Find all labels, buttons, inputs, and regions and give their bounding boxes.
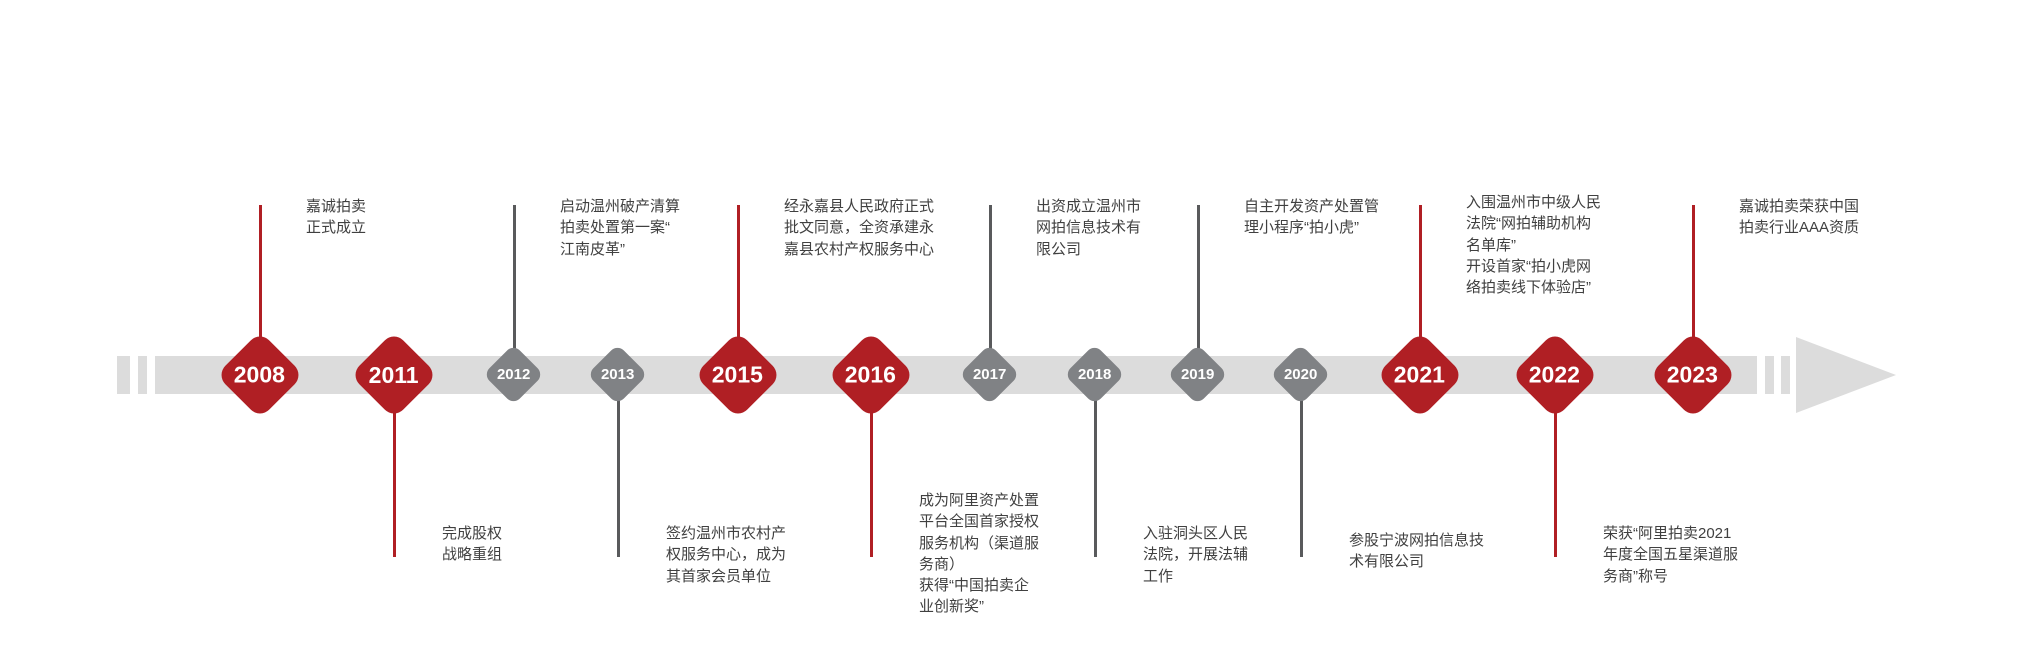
year-label: 2023 xyxy=(1667,361,1719,388)
milestone-note: 自主开发资产处置管 理小程序“拍小虎” xyxy=(1244,198,1380,237)
axis-dash xyxy=(138,356,147,394)
year-node-diamond: 2021 xyxy=(1376,331,1464,419)
milestone-note: 参股宁波网拍信息技 术有限公司 xyxy=(1349,532,1485,571)
milestone-note: 嘉诚拍卖 正式成立 xyxy=(306,198,367,237)
connector-line xyxy=(988,205,992,375)
year-label: 2008 xyxy=(234,361,286,388)
year-node-diamond: 2015 xyxy=(694,331,782,419)
milestone-note: 嘉诚拍卖荣获中国 拍卖行业AAA资质 xyxy=(1739,198,1860,237)
year-node-diamond: 2017 xyxy=(959,344,1020,405)
year-node-diamond: 2023 xyxy=(1649,331,1737,419)
year-node-diamond: 2008 xyxy=(216,331,304,419)
year-label: 2017 xyxy=(972,366,1007,383)
connector-line xyxy=(1093,375,1097,557)
milestone-note: 出资成立温州市 网拍信息技术有 限公司 xyxy=(1036,198,1142,258)
axis-dash xyxy=(117,356,130,394)
milestone-note: 入围温州市中级人民 法院“网拍辅助机构 名单库” 开设首家“拍小虎网 络拍卖线下… xyxy=(1466,194,1602,297)
year-node-diamond: 2022 xyxy=(1511,331,1599,419)
year-label: 2019 xyxy=(1180,366,1215,383)
year-label: 2013 xyxy=(600,366,635,383)
year-label: 2012 xyxy=(496,366,531,383)
connector-line xyxy=(1691,205,1695,375)
milestone-note: 入驻洞头区人民 法院，开展法辅 工作 xyxy=(1143,525,1249,585)
year-node-diamond: 2018 xyxy=(1064,344,1125,405)
milestone-note: 启动温州破产清算 拍卖处置第一案“ 江南皮革” xyxy=(560,198,681,258)
milestone-note: 完成股权 战略重组 xyxy=(442,525,503,564)
axis-dash xyxy=(1781,356,1790,394)
year-label: 2011 xyxy=(369,361,419,388)
year-label: 2018 xyxy=(1077,366,1112,383)
axis-arrowhead-icon xyxy=(1796,337,1896,413)
year-node-diamond: 2016 xyxy=(827,331,915,419)
connector-line xyxy=(512,205,516,375)
connector-line xyxy=(258,205,262,375)
year-node-diamond: 2020 xyxy=(1270,344,1331,405)
connector-line xyxy=(736,205,740,375)
connector-line xyxy=(1553,375,1557,557)
milestone-note: 荣获“阿里拍卖2021 年度全国五星渠道服 务商”称号 xyxy=(1603,525,1739,585)
year-label: 2016 xyxy=(845,361,897,388)
connector-line xyxy=(1418,205,1422,375)
connector-line xyxy=(392,375,396,557)
year-node-diamond: 2013 xyxy=(587,344,648,405)
year-label: 2021 xyxy=(1394,361,1446,388)
connector-line xyxy=(1196,205,1200,375)
milestone-note: 签约温州市农村产 权服务中心，成为 其首家会员单位 xyxy=(666,525,787,585)
year-node-diamond: 2019 xyxy=(1167,344,1228,405)
axis-dash xyxy=(1765,356,1774,394)
milestone-note: 成为阿里资产处置 平台全国首家授权 服务机构（渠道服 务商） 获得“中国拍卖企 … xyxy=(919,492,1040,616)
year-node-diamond: 2012 xyxy=(483,344,544,405)
year-label: 2015 xyxy=(712,361,764,388)
year-label: 2020 xyxy=(1283,366,1318,383)
connector-line xyxy=(616,375,620,557)
year-node-diamond: 2011 xyxy=(350,331,438,419)
connector-line xyxy=(869,375,873,557)
milestone-note: 经永嘉县人民政府正式 批文同意，全资承建永 嘉县农村产权服务中心 xyxy=(784,198,935,258)
connector-line xyxy=(1299,375,1303,557)
year-label: 2022 xyxy=(1529,361,1581,388)
